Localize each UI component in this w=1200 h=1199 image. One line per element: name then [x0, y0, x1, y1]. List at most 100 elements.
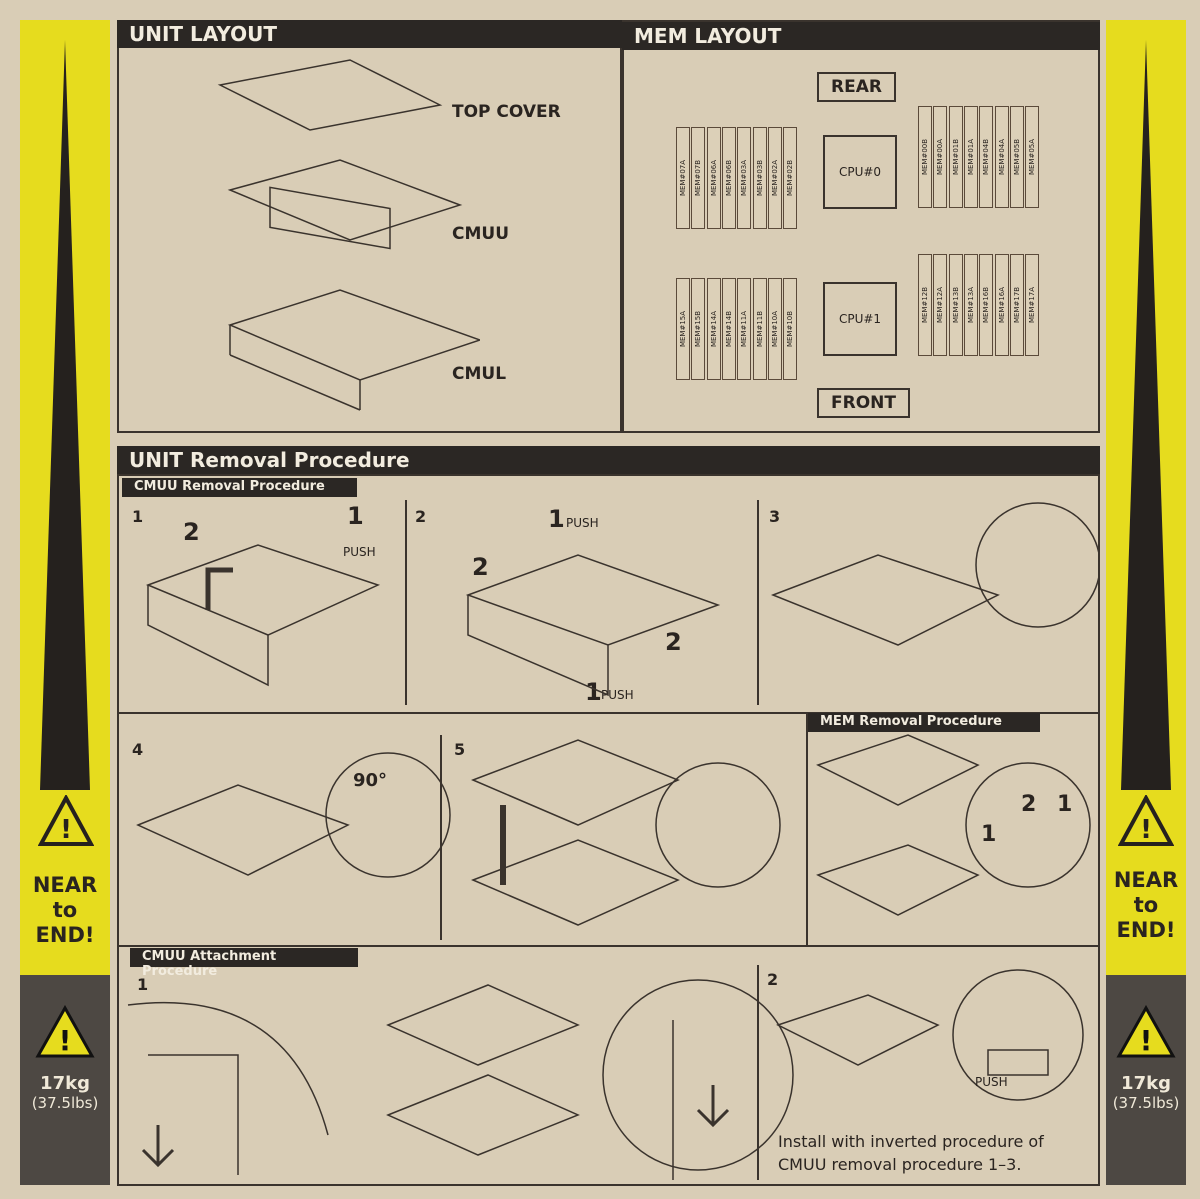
callout-1: 1 [347, 502, 364, 530]
dimm-label: MEM#07B [694, 159, 703, 197]
dimm-label: MEM#03A [740, 159, 749, 197]
weight-lbs: (37.5lbs) [31, 1094, 99, 1112]
weight-lbs: (37.5lbs) [1112, 1094, 1180, 1112]
dimm-slot: MEM#14A [706, 278, 721, 380]
dimm-slot: MEM#15A [676, 278, 690, 380]
step-4: 4 [132, 740, 144, 759]
dimm-slot: MEM#04B [979, 106, 994, 208]
dimm-label: MEM#01B [951, 138, 960, 176]
callout-1: 1 [981, 822, 997, 847]
divider [757, 500, 759, 705]
step-2: 2 [415, 507, 427, 526]
dimm-label: MEM#17B [1012, 286, 1021, 324]
dimm-slot: MEM#04A [994, 106, 1009, 208]
svg-text:!: ! [59, 1024, 72, 1057]
dimm-label: MEM#02B [786, 159, 795, 197]
step-3: 3 [769, 507, 781, 526]
arrow-triangle-icon [1121, 40, 1171, 790]
push-label: PUSH [343, 545, 376, 559]
mem-layout-title: MEM LAYOUT [622, 22, 1100, 50]
attachment-illustrations [127, 969, 1084, 1180]
unit-layout-title: UNIT LAYOUT [117, 20, 622, 48]
dimm-slot: MEM#12A [933, 254, 948, 356]
dimm-label: MEM#15A [679, 310, 687, 348]
cmuu-attachment-title: CMUU Attachment Procedure [130, 948, 358, 979]
dimm-label: MEM#04A [997, 138, 1006, 176]
dimm-slot: MEM#03A [737, 127, 752, 229]
svg-text:!: ! [60, 815, 72, 845]
push-label: PUSH [566, 516, 599, 530]
dimm-label: MEM#10B [786, 310, 795, 348]
arrow-triangle-icon [40, 40, 90, 790]
dimm-slot: MEM#03B [752, 127, 767, 229]
dimm-label: MEM#13B [951, 286, 960, 324]
dimm-slot: MEM#10A [767, 278, 782, 380]
callout-2: 2 [1021, 792, 1037, 817]
dimm-label: MEM#07A [679, 159, 687, 197]
cpu1: CPU#1 [823, 282, 897, 356]
dimm-slot: MEM#15B [691, 278, 706, 380]
push-label: PUSH [601, 688, 634, 702]
weight-kg: 17kg [1121, 1073, 1171, 1094]
divider [440, 735, 442, 940]
dimm-label: MEM#14A [709, 310, 718, 348]
dimm-slot: MEM#06A [706, 127, 721, 229]
part-label-top-cover: TOP COVER [452, 102, 561, 122]
dimm-slot: MEM#07A [676, 127, 690, 229]
dimm-slot: MEM#06B [721, 127, 736, 229]
dimm-label: MEM#01A [966, 138, 975, 176]
dimm-label: MEM#15B [694, 310, 703, 348]
push-label: PUSH [975, 1075, 1008, 1089]
dimm-label: MEM#05B [1012, 138, 1021, 176]
divider [117, 712, 1100, 714]
dimm-slot: MEM#05A [1025, 106, 1040, 208]
divider [117, 945, 1100, 947]
dimm-label: MEM#12B [921, 286, 929, 324]
dimm-label: MEM#00A [936, 138, 945, 176]
attach-step-1: 1 [137, 975, 149, 994]
dimm-slot: MEM#16B [979, 254, 994, 356]
dimm-slot: MEM#13B [948, 254, 963, 356]
dimm-label: MEM#06B [724, 159, 733, 197]
dimm-label: MEM#16B [982, 286, 991, 324]
callout-1: 1 [548, 505, 565, 533]
callout-2: 2 [183, 518, 200, 546]
dimm-slot: MEM#01A [963, 106, 978, 208]
rear-label: REAR [817, 72, 896, 102]
part-label-cmul: CMUL [452, 364, 507, 384]
dimm-label: MEM#11B [755, 310, 764, 348]
callout-2: 2 [472, 553, 489, 581]
dimm-label: MEM#02A [770, 159, 779, 197]
cmuu-removal-title: CMUU Removal Procedure [122, 478, 357, 497]
dimm-slot: MEM#11B [752, 278, 767, 380]
dimm-label: MEM#13A [966, 286, 975, 324]
divider [806, 714, 808, 945]
step-1: 1 [132, 507, 144, 526]
attach-step-2: 2 [767, 970, 779, 989]
dimm-label: MEM#11A [740, 310, 749, 348]
dimm-slot: MEM#11A [737, 278, 752, 380]
dimm-label: MEM#03B [755, 159, 764, 197]
dimm-label: MEM#12A [936, 286, 945, 324]
mem-layout-panel [622, 20, 1100, 433]
weight-panel: ! 17kg (37.5lbs) [20, 975, 110, 1185]
dimm-slot: MEM#17B [1009, 254, 1024, 356]
warning-icon: ! [38, 795, 94, 846]
weight-kg: 17kg [40, 1073, 90, 1094]
callout-2: 2 [665, 628, 682, 656]
dimm-label: MEM#06A [709, 159, 718, 197]
attach-note: Install with inverted procedure of CMUU … [778, 1132, 1044, 1174]
unit-removal-title: UNIT Removal Procedure [117, 446, 1100, 474]
dimm-label: MEM#16A [997, 286, 1006, 324]
dimm-slot: MEM#05B [1009, 106, 1024, 208]
dimm-slot: MEM#00A [933, 106, 948, 208]
part-label-cmuu: CMUU [452, 224, 510, 244]
dimm-slot: MEM#12B [918, 254, 932, 356]
unit-exploded-illustration [217, 59, 480, 411]
svg-text:!: ! [1140, 1024, 1153, 1057]
front-label: FRONT [817, 388, 910, 418]
divider [405, 500, 407, 705]
divider [757, 965, 759, 1180]
